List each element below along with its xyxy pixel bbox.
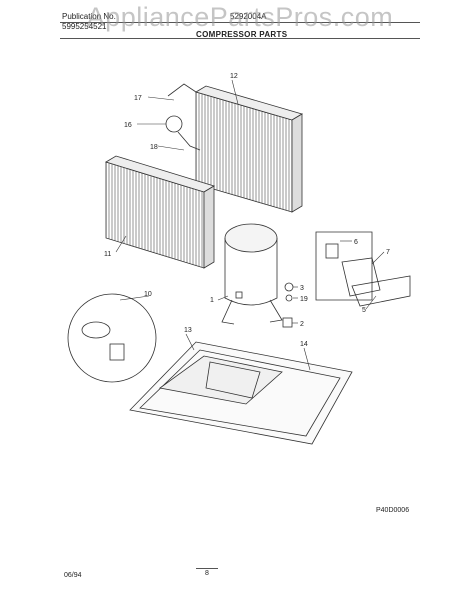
compressor xyxy=(221,223,283,325)
overload-cover xyxy=(315,231,411,307)
callout-2: 2 xyxy=(300,321,304,328)
publication-number: 5995254521 xyxy=(62,22,107,31)
callout-11: 11 xyxy=(104,251,111,258)
callout-3: 3 xyxy=(300,285,304,292)
detail-circle xyxy=(67,293,157,383)
tubing-coil xyxy=(165,83,201,151)
callout-17: 17 xyxy=(134,95,142,102)
callout-10: 10 xyxy=(144,291,152,298)
callout-5: 5 xyxy=(362,307,366,314)
callout-1: 1 xyxy=(210,297,214,304)
section-title: COMPRESSOR PARTS xyxy=(196,30,288,39)
coil-lower xyxy=(105,155,215,269)
callout-13: 13 xyxy=(184,327,192,334)
footer-date: 06/94 xyxy=(64,572,82,579)
callout-18: 18 xyxy=(150,144,158,151)
callout-6: 6 xyxy=(354,239,358,246)
header-rule xyxy=(60,22,420,23)
title-rule xyxy=(60,38,420,39)
callout-19: 19 xyxy=(300,296,308,303)
figure-code: P40D0006 xyxy=(376,507,410,514)
model-number: 5292004A xyxy=(230,12,267,21)
coil-upper xyxy=(195,85,303,213)
publication-label: Publication No. xyxy=(62,12,116,21)
watermark-text: AppliancePartsPros.com xyxy=(86,2,394,32)
callout-7: 7 xyxy=(386,249,390,256)
callout-14: 14 xyxy=(300,341,308,348)
page-number: 8 xyxy=(196,568,218,577)
terminal-parts xyxy=(282,282,294,328)
callout-12: 12 xyxy=(230,73,238,80)
base-pan xyxy=(129,341,353,445)
callout-16: 16 xyxy=(124,122,132,129)
